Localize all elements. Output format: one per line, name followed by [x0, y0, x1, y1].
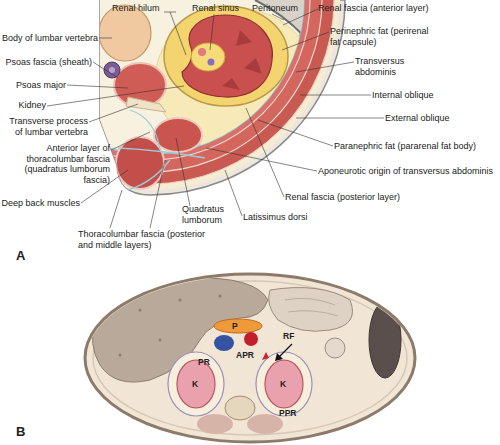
leader-line	[296, 62, 354, 72]
renal-pyramid	[236, 30, 252, 46]
part-label: Transverse process of lumbar vertebra	[0, 116, 88, 137]
leader-line	[258, 120, 333, 146]
purple-vessel	[104, 62, 120, 78]
transversus-muscle	[0, 0, 310, 160]
vertebra-section	[225, 396, 255, 420]
leader-line	[210, 14, 214, 50]
leader-line	[272, 14, 284, 20]
part-label: Latissimus dorsi	[243, 212, 318, 223]
section-label: RF	[283, 331, 303, 342]
leader-line	[300, 95, 371, 96]
renal-pyramid	[244, 58, 262, 74]
kidney-section	[265, 360, 303, 408]
section-label: K	[192, 379, 204, 390]
subcutaneous-layer	[0, 0, 340, 190]
external-oblique-muscle	[0, 0, 334, 184]
renal-fascia-outline	[168, 352, 224, 416]
part-label: Quadratus lumborum	[182, 204, 232, 225]
renal-fascia-outline	[256, 352, 312, 416]
liver-texture	[119, 354, 122, 357]
vertebral-body	[99, 5, 151, 61]
leader-line	[111, 132, 150, 150]
renal-pyramid	[222, 78, 240, 90]
liver-texture	[159, 339, 162, 342]
leader-line	[93, 62, 118, 78]
leader-line	[176, 138, 190, 206]
retroperitoneal-space	[0, 0, 304, 154]
pointer-arrowhead	[275, 353, 283, 361]
section-label: PPR	[279, 408, 305, 419]
part-label: Aponeurotic origin of transversus abdomi…	[318, 166, 498, 177]
leader-line	[164, 12, 186, 55]
thoracolumbar-fascia-line	[120, 160, 170, 192]
body-wall-layers	[0, 0, 340, 190]
section-label: APR	[236, 350, 262, 361]
vena-cava	[214, 335, 234, 351]
leader-line	[99, 38, 112, 39]
section-label: P	[232, 321, 246, 332]
panel-letter: B	[16, 424, 36, 439]
deep-back-muscle	[116, 137, 164, 189]
part-label: Renal fascia (anterior layer)	[318, 3, 453, 14]
renal-vessel	[208, 59, 215, 66]
perinephric-fat	[164, 6, 288, 106]
liver-texture	[179, 299, 182, 302]
leader-line	[89, 104, 138, 122]
section-label: PR	[198, 357, 216, 368]
pancreas-shape	[214, 319, 262, 333]
part-label: Psoas fascia (sheath)	[0, 57, 92, 68]
stomach-folds	[285, 298, 338, 316]
part-label: Peritoneum	[252, 3, 312, 14]
back-muscle-section	[197, 414, 233, 434]
part-label: Renal sinus	[192, 3, 247, 14]
kidney-shape	[182, 15, 272, 97]
thoracolumbar-fascia-line	[130, 110, 160, 150]
pointer-arrow-line	[279, 344, 292, 357]
stomach-shape	[269, 288, 353, 332]
leader-line	[110, 160, 165, 228]
leader-line	[225, 170, 242, 216]
posterior-structures	[99, 5, 205, 192]
section-organs	[92, 278, 401, 434]
panel-letter: A	[16, 248, 36, 263]
renal-vessel	[198, 48, 206, 56]
renal-sinus-fat	[191, 43, 225, 71]
part-label: Renal fascia (posterior layer)	[285, 192, 420, 203]
part-label: Internal oblique	[372, 90, 462, 101]
colon-loop	[325, 338, 345, 358]
leader-line	[296, 118, 384, 119]
leader-line	[67, 85, 128, 88]
leader-line	[206, 148, 317, 171]
part-label: Perinephric fat (perirenal fat capsule)	[330, 26, 436, 47]
red-arrowhead	[262, 352, 269, 360]
liver-texture	[139, 309, 142, 312]
part-label: Thoracolumbar fascia (posterior and midd…	[78, 229, 210, 250]
transverse-process	[126, 97, 166, 112]
body-section-outline	[85, 274, 415, 442]
aorta-circle	[244, 332, 258, 346]
part-label: Anterior layer of thoracolumbar fascia (…	[0, 143, 110, 185]
thoracolumbar-fascia-line	[118, 148, 205, 158]
part-label: Psoas major	[4, 80, 66, 91]
renal-region	[155, 0, 360, 152]
part-label: Transversus abdominis	[355, 56, 417, 77]
leader-line	[47, 86, 184, 106]
part-label: Renal hilum	[112, 3, 172, 14]
leader-line	[282, 32, 329, 50]
part-label: Paranephric fat (pararenal fat body)	[334, 141, 499, 152]
liver-texture	[219, 295, 222, 298]
section-label: K	[280, 379, 292, 390]
kidney-section	[177, 360, 215, 408]
back-muscle-section	[247, 414, 283, 434]
part-label: External oblique	[385, 113, 475, 124]
part-label: Deep back muscles	[0, 198, 80, 209]
part-label: Body of lumbar vertebra	[0, 33, 98, 44]
spleen-shape	[369, 302, 401, 378]
leader-line	[246, 108, 284, 197]
part-label: Kidney	[2, 100, 46, 111]
purple-vessel-lumen	[109, 67, 115, 73]
